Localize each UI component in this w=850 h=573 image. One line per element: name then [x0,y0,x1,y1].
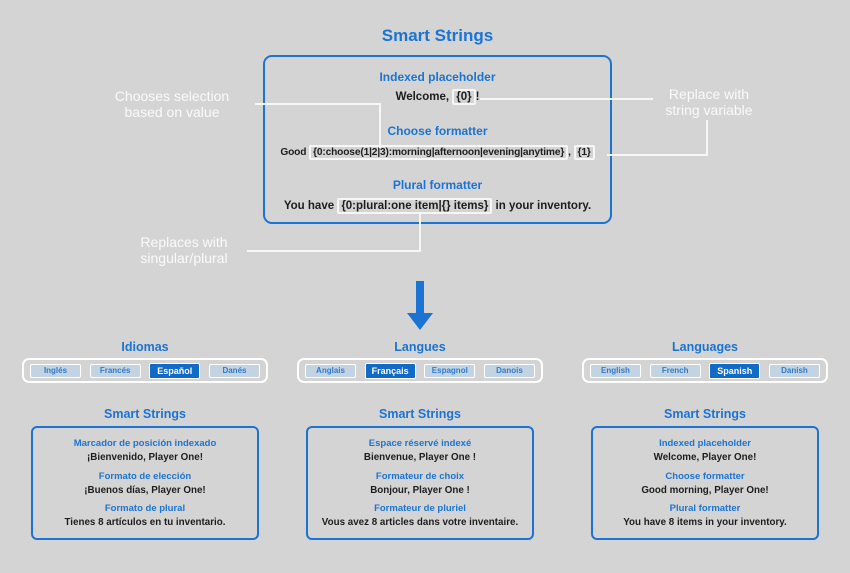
card-section-heading: Marcador de posición indexado [73,437,217,449]
card-section: Formateur de choix Bonjour, Player One ! [308,471,532,496]
plural-pre: You have [283,200,338,212]
card-section-text: You have 8 items in your inventory. [623,517,787,529]
plural-note-line1: Replaces with [140,234,228,250]
language-selector: Anglais Français Espagnol Danois [297,358,543,383]
card-section-text: ¡Buenos días, Player One! [84,484,206,496]
choose-note-line2: based on value [124,104,220,120]
language-selector: English French Spanish Danish [582,358,828,383]
plural-note-line2: singular/plural [140,250,228,266]
card-section-text: ¡Bienvenido, Player One! [87,451,203,463]
card-section-heading: Formato de plural [104,503,186,515]
button-spanish[interactable]: Spanish [709,362,761,379]
card-section: Plural formatter You have 8 items in you… [593,503,817,528]
string-variable-token: {1} [573,145,595,160]
down-arrow-icon [407,313,433,330]
down-arrow-icon [416,281,424,314]
choose-token: {0:choose(1|2|3):morning|afternoon|eveni… [309,145,569,160]
localized-strings-card: Espace réservé indexé Bienvenue, Player … [306,426,534,540]
plural-formatter-heading: Plural formatter [392,178,483,192]
choose-formatter-heading: Choose formatter [387,124,488,138]
language-selector-title: Languages [672,340,738,354]
choose-note-line1: Chooses selection [114,88,230,104]
connector-line [379,103,381,148]
button-danois[interactable]: Danois [483,363,535,378]
card-section-text: Tienes 8 artículos en tu inventario. [64,517,226,529]
page-title: Smart Strings [381,26,494,45]
button-anglais[interactable]: Anglais [305,363,356,378]
plural-post: in your inventory. [492,200,592,212]
card-section-heading: Indexed placeholder [659,437,751,449]
connector-line [480,98,653,100]
card-section-text: Vous avez 8 articles dans votre inventai… [321,517,519,529]
button-frances[interactable]: Francés [89,363,141,378]
language-selector: Inglés Francés Español Danés [22,358,268,383]
card-section-heading: Choose formatter [665,470,745,482]
card-section: Formato de elección ¡Buenos días, Player… [33,471,257,496]
panel-english: Languages English French Spanish Danish … [582,338,828,550]
button-ingles[interactable]: Inglés [30,363,81,378]
language-selector-title: Idiomas [121,340,169,354]
localized-strings-card: Marcador de posición indexado ¡Bienvenid… [31,426,259,540]
smart-strings-header: Smart Strings [664,407,746,421]
replace-string-variable-note: Replace with string variable [633,86,785,118]
smart-strings-header: Smart Strings [104,407,186,421]
connector-line [247,250,421,252]
card-section: Choose formatter Good morning, Player On… [593,471,817,496]
card-section-text: Good morning, Player One! [641,484,769,496]
card-section-text: Welcome, Player One! [653,451,757,463]
smart-strings-header: Smart Strings [379,407,461,421]
card-section-heading: Espace réservé indexé [368,437,472,449]
button-french[interactable]: French [649,363,701,378]
card-section-text: Bienvenue, Player One ! [363,451,477,463]
language-selector-title: Langues [394,340,446,354]
card-section-text: Bonjour, Player One ! [370,484,470,496]
indexed-placeholder-heading: Indexed placeholder [379,70,496,84]
card-section-heading: Plural formatter [669,503,741,515]
choose-pre: Good [280,147,309,158]
button-espanol[interactable]: Español [149,362,201,379]
plural-formatter-example: You have {0:plural:one item|{} items} in… [265,198,610,214]
card-section-heading: Formateur de pluriel [374,503,466,515]
card-section: Formateur de pluriel Vous avez 8 article… [308,503,532,528]
choose-formatter-example: Good {0:choose(1|2|3):morning|afternoon|… [265,145,610,160]
button-francais[interactable]: Français [364,362,416,379]
panel-french: Langues Anglais Français Espagnol Danois… [297,338,543,550]
localized-strings-card: Indexed placeholder Welcome, Player One!… [591,426,819,540]
card-section: Espace réservé indexé Bienvenue, Player … [308,438,532,463]
connector-line [255,103,381,105]
singular-plural-note: Replaces with singular/plural [108,234,260,266]
replace-note-line1: Replace with [668,86,750,102]
card-section: Marcador de posición indexado ¡Bienvenid… [33,438,257,463]
button-espagnol[interactable]: Espagnol [424,363,476,378]
indexed-placeholder-example: Welcome, {0}! [265,89,610,105]
smart-strings-example-box: Indexed placeholder Welcome, {0}! Choose… [263,55,612,224]
indexed-post: ! [475,91,480,103]
panel-spanish: Idiomas Inglés Francés Español Danés Sma… [22,338,268,550]
connector-line [706,120,708,156]
button-danish[interactable]: Danish [768,363,820,378]
card-section: Indexed placeholder Welcome, Player One! [593,438,817,463]
choose-mid: , [568,147,574,158]
card-section-heading: Formato de elección [98,470,192,482]
replace-note-line2: string variable [665,102,753,118]
button-danes[interactable]: Danés [208,363,260,378]
indexed-pre: Welcome, [395,91,453,103]
connector-line [607,154,708,156]
button-english[interactable]: English [590,363,641,378]
card-section-heading: Formateur de choix [375,470,465,482]
choose-selection-note: Chooses selection based on value [96,88,248,120]
plural-token: {0:plural:one item|{} items} [337,198,493,214]
card-section: Formato de plural Tienes 8 artículos en … [33,503,257,528]
connector-line [419,213,421,252]
indexed-token: {0} [452,89,476,105]
